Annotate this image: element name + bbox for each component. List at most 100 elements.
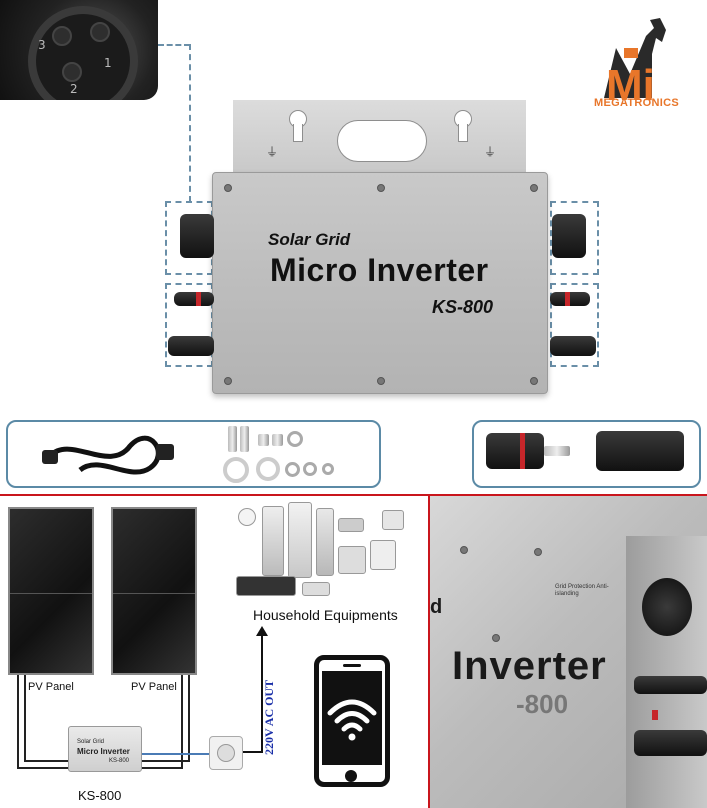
ac-arrow <box>243 751 263 753</box>
leader-line <box>189 44 191 202</box>
socket-ring <box>28 6 138 100</box>
dc-connector <box>174 292 214 306</box>
socket-pin-label: 3 <box>38 38 46 52</box>
ground-icon: ⏚ <box>266 145 279 159</box>
dc-connector-band <box>652 710 658 720</box>
dc-wire <box>181 675 183 767</box>
socket-pin <box>62 62 82 82</box>
screw <box>272 434 283 446</box>
screw <box>224 377 232 385</box>
mini-inverter-line: Solar Grid <box>77 739 105 745</box>
mounting-slot <box>337 120 427 162</box>
dc-connector-band <box>565 292 570 306</box>
household-label: Household Equipments <box>253 607 398 623</box>
washing-machine <box>370 540 396 570</box>
dc-connector-band <box>196 292 201 306</box>
product-model: KS-800 <box>432 297 494 317</box>
ac-output-label: 220V AC OUT <box>262 679 276 755</box>
dc-wire <box>17 767 69 769</box>
mc4-connector-male <box>486 433 544 469</box>
mini-inverter-title: Micro Inverter <box>77 747 130 756</box>
ac-wire <box>142 753 209 755</box>
dc-connector <box>634 730 707 756</box>
screw <box>534 548 542 556</box>
refrigerator <box>288 502 312 578</box>
wall-outlet <box>209 736 243 770</box>
screw <box>492 634 500 642</box>
screw <box>377 184 385 192</box>
socket-pin-label: 1 <box>104 56 112 70</box>
keyhole <box>458 124 468 142</box>
socket-pin <box>90 22 110 42</box>
closeup-partial-text: d <box>430 596 443 618</box>
mini-inverter: Solar Grid Micro Inverter KS-800 <box>68 726 142 772</box>
washer <box>285 462 300 477</box>
washer <box>322 463 334 475</box>
mini-inverter-model: KS-800 <box>109 758 130 764</box>
pv-panel <box>111 507 197 675</box>
ac-arrow <box>261 636 263 752</box>
refrigerator <box>262 506 284 576</box>
ac-connector <box>180 214 214 258</box>
fine-print: Grid Protection Anti-islanding <box>555 584 609 597</box>
pv-panel-label: PV Panel <box>131 681 177 693</box>
home-button <box>345 770 357 782</box>
mc4-connector-female <box>596 431 684 471</box>
logo-letters: Mi <box>606 61 655 110</box>
brand-name: MEGATRONICS <box>594 97 679 109</box>
screw <box>460 546 468 554</box>
dc-wire <box>142 767 183 769</box>
screw <box>530 184 538 192</box>
bolt <box>240 426 249 452</box>
power-cable-image <box>42 435 174 475</box>
screw <box>258 434 269 446</box>
socket-pin-label: 2 <box>70 82 78 96</box>
washer <box>256 457 280 481</box>
inverter-body <box>212 172 548 394</box>
household-appliances-image <box>232 502 422 602</box>
product-title: Micro Inverter <box>270 252 489 288</box>
ac-connector <box>642 578 692 636</box>
dc-connector-highlight <box>550 283 599 367</box>
leader-line <box>158 44 190 46</box>
refrigerator <box>316 508 334 576</box>
megatronics-logo: Mi <box>604 18 666 110</box>
stove <box>338 546 366 574</box>
dc-connector <box>168 336 214 356</box>
section-divider <box>0 494 707 496</box>
arrow-up-icon <box>256 626 268 636</box>
mc4-connector-band <box>520 433 525 469</box>
screw <box>530 377 538 385</box>
socket-closeup-photo: 3 1 2 <box>0 0 158 100</box>
inverter-closeup-photo: Grid Protection Anti-islanding d Inverte… <box>430 496 707 808</box>
ground-icon: ⏚ <box>484 145 497 159</box>
product-line: Solar Grid <box>268 230 351 249</box>
washer <box>303 462 317 476</box>
section-divider <box>428 494 430 808</box>
dc-wire <box>17 675 19 767</box>
accessories-box <box>6 420 381 488</box>
microwave <box>382 510 404 530</box>
nut <box>287 431 303 447</box>
dc-connector <box>634 676 707 694</box>
smartphone <box>314 655 390 787</box>
screw <box>377 377 385 385</box>
fan <box>238 508 256 526</box>
washer <box>223 457 249 483</box>
audio-system <box>302 582 330 596</box>
ac-connector <box>552 214 586 258</box>
dc-wire <box>188 675 190 761</box>
wifi-icon <box>327 699 377 741</box>
inverter-side-panel <box>626 536 707 808</box>
keyhole <box>293 124 303 142</box>
pv-panel <box>8 507 94 675</box>
closeup-model: -800 <box>516 689 569 719</box>
socket-pin <box>52 26 72 46</box>
dc-wire <box>142 760 190 762</box>
screw <box>224 184 232 192</box>
pv-panel-label: PV Panel <box>28 681 74 693</box>
dc-connector <box>550 292 590 306</box>
dc-connector <box>550 336 596 356</box>
mc4-pin <box>544 446 570 456</box>
closeup-title: Inverter <box>452 644 607 688</box>
